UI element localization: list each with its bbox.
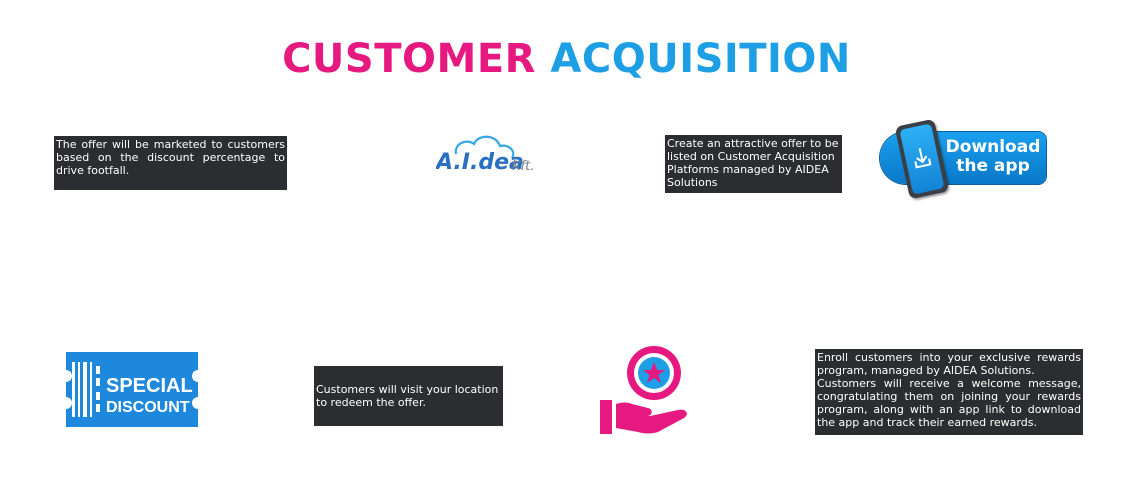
ticket-label-special: SPECIAL [106, 375, 193, 397]
title-word-acquisition: ACQUISITION [550, 36, 851, 82]
aidea-logo: A.I.dea Kft. [436, 135, 534, 175]
create-offer-description: Create an attractive offer to be listed … [665, 135, 842, 193]
enroll-paragraph-2: Customers will receive a welcome message… [817, 377, 1081, 429]
logo-text: A.I.dea [436, 150, 524, 175]
hand-star-icon [600, 346, 687, 434]
ticket-icon: SPECIAL DISCOUNT [66, 352, 198, 427]
visit-description: Customers will visit your location to re… [314, 366, 503, 426]
enroll-description: Enroll customers into your exclusive rew… [815, 349, 1083, 435]
page-title: CUSTOMER ACQUISITION [0, 36, 1133, 82]
download-label-line2: the app [956, 156, 1030, 176]
download-label-line1: Download [945, 137, 1041, 157]
enroll-paragraph-1: Enroll customers into your exclusive rew… [817, 351, 1081, 377]
marketing-description: The offer will be marketed to customers … [54, 136, 287, 190]
download-arrow-icon [914, 148, 932, 169]
phone-icon [894, 118, 950, 200]
visit-text: Customers will visit your location to re… [316, 383, 499, 409]
download-app-badge[interactable]: Download the app [876, 118, 1048, 200]
title-word-customer: CUSTOMER [282, 36, 536, 82]
logo-suffix: Kft. [512, 159, 534, 174]
ticket-label-discount: DISCOUNT [106, 399, 190, 416]
